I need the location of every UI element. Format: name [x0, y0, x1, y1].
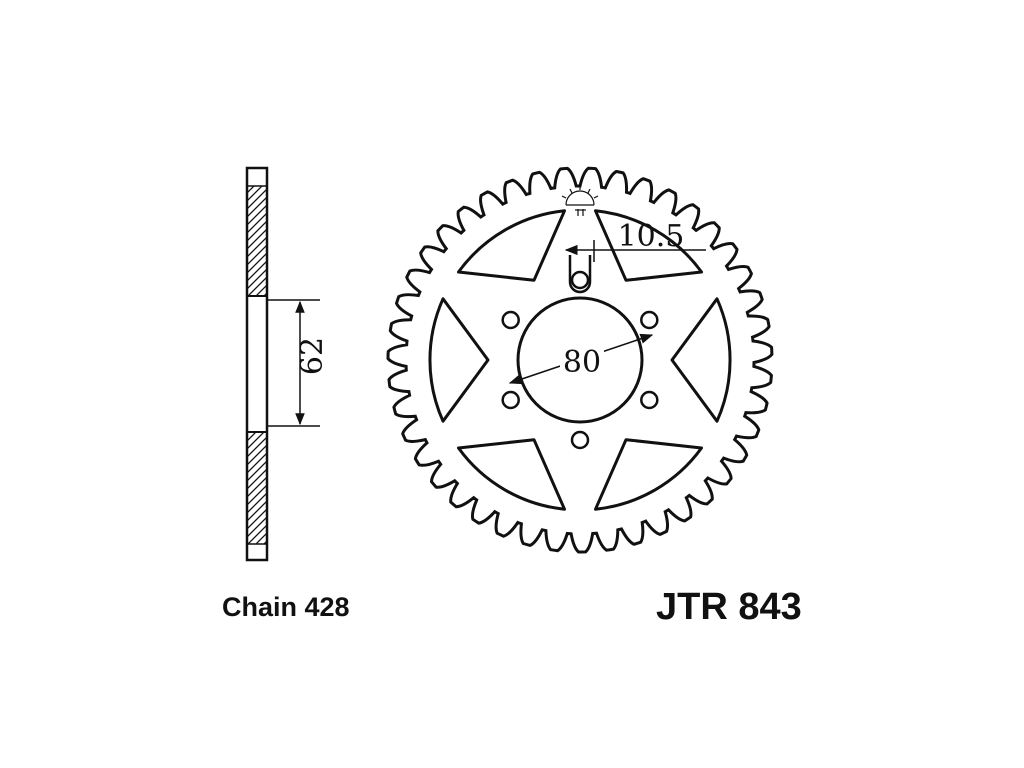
sun-logo-icon — [561, 186, 599, 216]
sprocket-teeth-outline — [386, 166, 774, 554]
bolt-hole — [570, 430, 590, 450]
dim-80-label: 80 — [563, 345, 601, 380]
side-view: 62 — [245, 166, 330, 562]
top-slot — [568, 255, 592, 294]
lightening-hole — [594, 209, 703, 282]
lightening-hole — [428, 297, 490, 423]
lightening-hole — [670, 297, 732, 423]
dim-62-label: 62 — [295, 337, 330, 375]
side-view-outline — [245, 166, 269, 562]
side-view-upper-hatch — [246, 185, 268, 297]
dim-80-label-bg — [560, 342, 604, 376]
lightening-hole — [594, 438, 703, 511]
lightening-hole — [457, 209, 566, 282]
sprocket-front-view: 80 10.5 — [386, 166, 774, 554]
part-number-label: JTR 843 — [656, 586, 802, 628]
lightening-holes — [428, 209, 732, 511]
bolt-hole — [570, 270, 590, 290]
bolt-holes — [501, 270, 659, 450]
chain-size-label: Chain 428 — [222, 592, 350, 622]
side-view-lower-hatch — [246, 431, 268, 545]
lightening-hole — [457, 438, 566, 511]
bolt-hole — [501, 310, 520, 330]
bolt-hole — [501, 390, 520, 410]
bolt-hole — [640, 310, 659, 330]
bolt-hole — [640, 390, 659, 410]
dim-10-5-label: 10.5 — [618, 219, 685, 254]
